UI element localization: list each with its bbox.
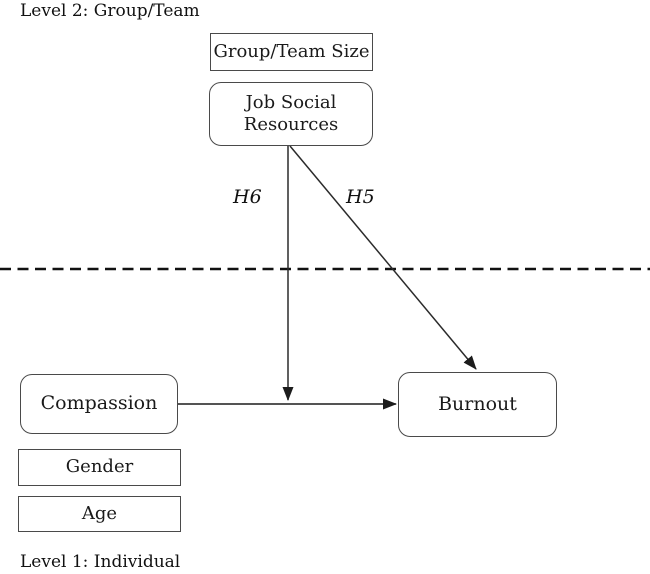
node-group-team-size-label: Group/Team Size [213, 40, 370, 62]
node-job-social-resources: Job Social Resources [209, 82, 373, 146]
node-job-social-resources-label: Job Social Resources [243, 91, 339, 136]
edge-label-h5: H5 [346, 186, 375, 208]
node-compassion: Compassion [20, 374, 178, 434]
edge-label-h6: H6 [233, 186, 262, 208]
edge-h5-arrow [289, 145, 477, 370]
node-gender-label: Gender [65, 456, 134, 478]
node-group-team-size: Group/Team Size [210, 33, 373, 71]
level2-label: Level 2: Group/Team [20, 1, 200, 21]
node-burnout: Burnout [398, 372, 557, 437]
level1-label: Level 1: Individual [20, 552, 181, 572]
node-compassion-label: Compassion [40, 392, 158, 415]
node-age: Age [18, 496, 181, 532]
node-gender: Gender [18, 449, 181, 486]
node-burnout-label: Burnout [438, 392, 517, 415]
node-age-label: Age [81, 502, 118, 524]
